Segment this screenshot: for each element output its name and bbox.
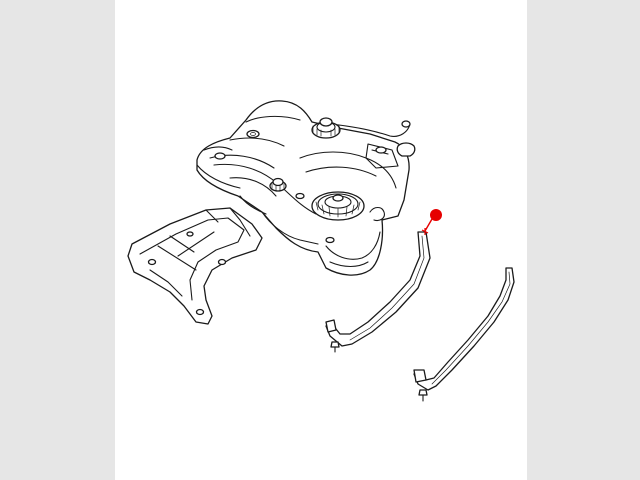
strap-front-bracket bbox=[325, 319, 337, 333]
strap-front-edge bbox=[349, 235, 425, 341]
strap-rear-edge bbox=[431, 271, 511, 385]
red-dot-hotspot-icon[interactable] bbox=[430, 209, 442, 221]
strap-rear-bolt[interactable] bbox=[418, 389, 428, 402]
fuel-tank[interactable] bbox=[196, 100, 416, 276]
strap-rear-body bbox=[413, 267, 515, 391]
vent-valve-flange[interactable] bbox=[311, 117, 341, 139]
fuel-tank-left-side bbox=[196, 146, 241, 189]
strap-front-bolt[interactable] bbox=[330, 341, 340, 353]
hotspot-leader-line bbox=[424, 218, 433, 232]
mounting-tab-2 bbox=[214, 152, 226, 160]
heat-shield-hole-3 bbox=[195, 308, 205, 316]
hotspot-tick bbox=[421, 228, 429, 235]
mounting-tab-4 bbox=[325, 236, 335, 244]
mounting-tab-1-hole bbox=[250, 132, 256, 136]
strap-rear-bracket bbox=[413, 369, 427, 383]
heat-shield-hole-2 bbox=[217, 258, 227, 266]
heat-shield-inner bbox=[139, 217, 245, 301]
fuel-tank-sump bbox=[325, 231, 381, 268]
vent-line bbox=[329, 123, 411, 137]
hotspot-marker[interactable] bbox=[421, 209, 442, 235]
heat-shield-outline bbox=[127, 207, 263, 325]
rollover-valve[interactable] bbox=[269, 177, 287, 192]
heat-shield-hole-1 bbox=[147, 258, 157, 266]
vent-hose-end bbox=[401, 120, 411, 128]
heat-shield[interactable] bbox=[127, 207, 263, 325]
heat-shield-hole-4 bbox=[186, 231, 194, 237]
connector-loop bbox=[369, 206, 385, 222]
filler-neck[interactable] bbox=[396, 142, 416, 157]
fuel-tank-skirt bbox=[239, 195, 319, 245]
left-gutter bbox=[0, 0, 115, 480]
fuel-pump-module[interactable] bbox=[311, 191, 365, 221]
fuel-tank-outline bbox=[196, 100, 410, 276]
fuel-tank-strap-front[interactable] bbox=[325, 231, 431, 347]
mounting-tab-1 bbox=[246, 129, 260, 139]
heat-shield-flange bbox=[205, 207, 251, 237]
mounting-tab-5 bbox=[295, 192, 305, 200]
right-gutter bbox=[527, 0, 640, 480]
mounting-tab-3 bbox=[375, 146, 387, 154]
fuel-tank-strap-rear[interactable] bbox=[413, 267, 515, 391]
heat-shield-cross-brace bbox=[157, 231, 215, 271]
